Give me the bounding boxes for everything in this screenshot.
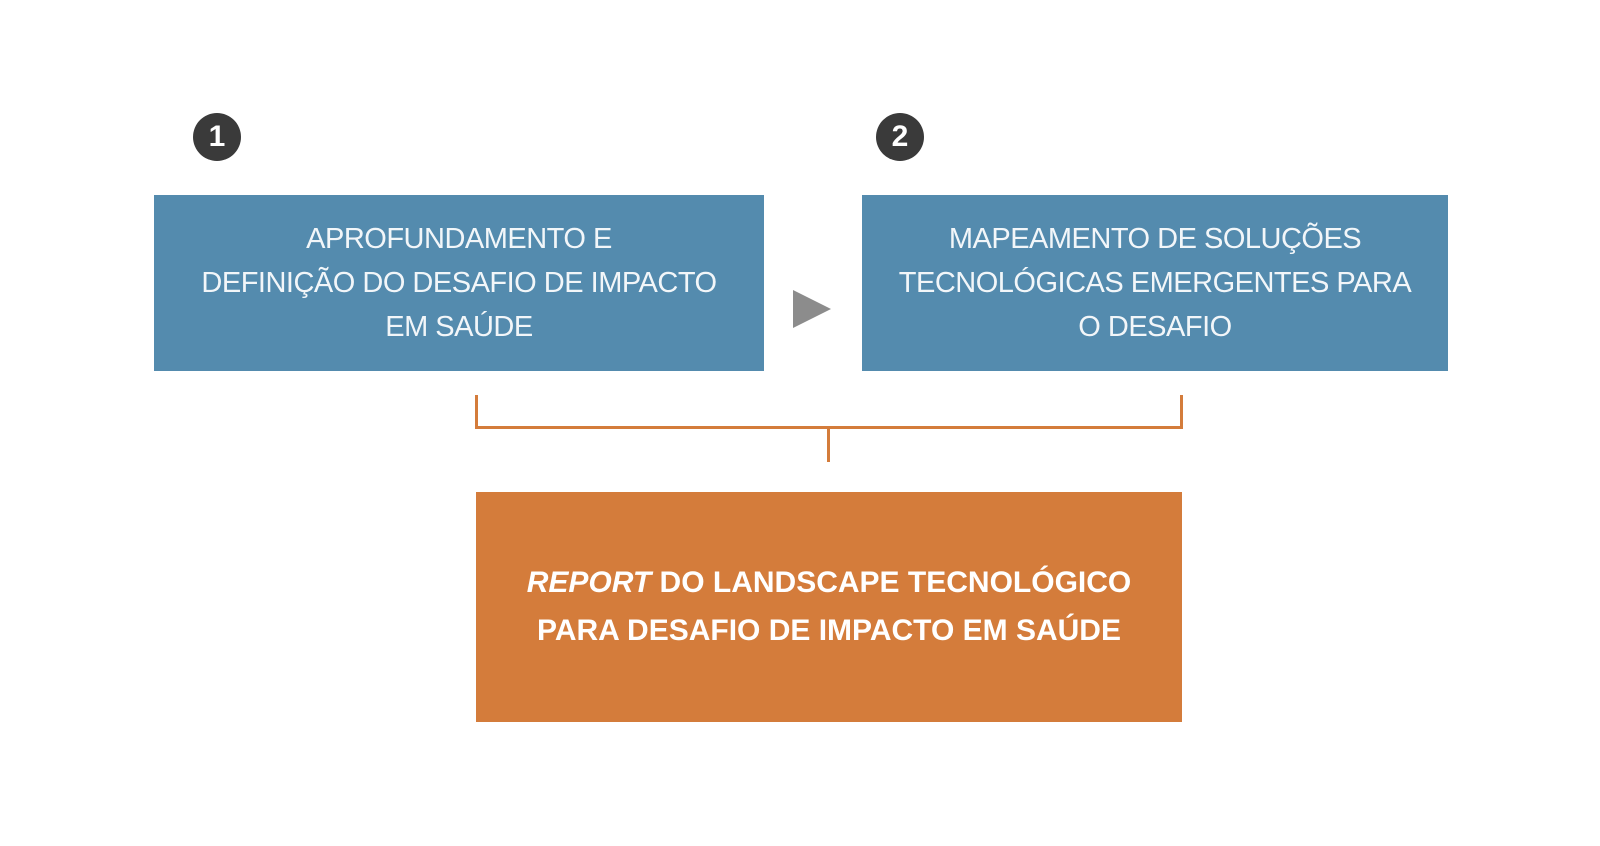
bracket-right (1180, 395, 1183, 429)
step-1-line-1: APROFUNDAMENTO E (306, 223, 612, 255)
step-1-line-2: DEFINIÇÃO DO DESAFIO DE IMPACTO (201, 267, 717, 299)
step-1-box: APROFUNDAMENTO E DEFINIÇÃO DO DESAFIO DE… (154, 195, 764, 371)
report-box: REPORT DO LANDSCAPE TECNOLÓGICO PARA DES… (476, 492, 1182, 722)
step-2-box: MAPEAMENTO DE SOLUÇÕES TECNOLÓGICAS EMER… (862, 195, 1448, 371)
step-1-line-3: EM SAÚDE (385, 311, 533, 343)
step-2-line-3: O DESAFIO (1078, 311, 1232, 343)
arrow-right-icon (793, 290, 831, 328)
report-line-2: PARA DESAFIO DE IMPACTO EM SAÚDE (537, 614, 1121, 647)
report-italic: REPORT (526, 566, 652, 599)
step-2-line-2: TECNOLÓGICAS EMERGENTES PARA (898, 267, 1412, 299)
report-line-1-rest: DO LANDSCAPE TECNOLÓGICO (651, 566, 1132, 599)
bracket-left (475, 395, 478, 429)
bracket-stem (827, 426, 830, 462)
step-2-badge: 2 (876, 113, 924, 161)
step-1-badge: 1 (193, 113, 241, 161)
report-line-1: REPORT DO LANDSCAPE TECNOLÓGICO (527, 559, 1131, 607)
step-2-line-1: MAPEAMENTO DE SOLUÇÕES (948, 223, 1362, 255)
